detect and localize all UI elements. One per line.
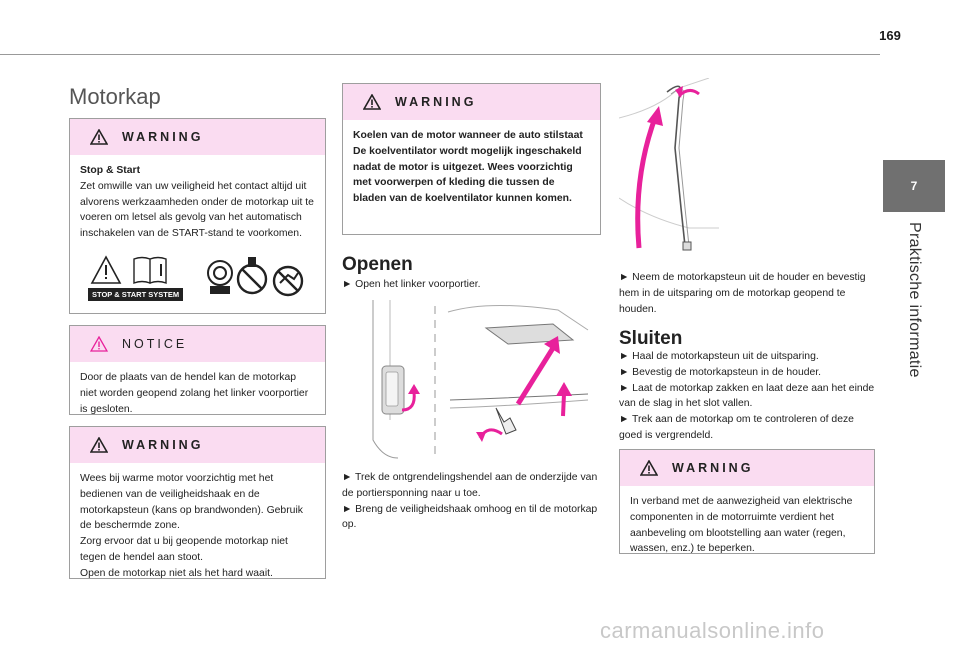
- warning-box-stop-start: WARNING Stop & Start Zet omwille van uw …: [69, 118, 326, 314]
- warning-box-cooling-fan: WARNING Koelen van de motor wanneer de a…: [342, 83, 601, 235]
- warning-body: Koelen van de motor wanneer de auto stil…: [343, 120, 600, 217]
- section-title-sluiten: Sluiten: [619, 328, 683, 349]
- warning-header: WARNING: [70, 427, 325, 463]
- notice-box: NOTICE Door de plaats van de hendel kan …: [69, 325, 326, 415]
- warning-header: WARNING: [343, 84, 600, 120]
- warning-body: Stop & Start Zet omwille van uw veilighe…: [70, 155, 325, 252]
- section-title-motorkap: Motorkap: [69, 84, 161, 109]
- step-text: ► Breng de veiligheidshaak omhoog en til…: [342, 503, 598, 531]
- step-text: ► Open het linker voorportier.: [342, 279, 481, 290]
- warning-box-hot-engine: WARNING Wees bij warme motor voorzichtig…: [69, 426, 326, 579]
- step-text: ► Laat de motorkap zakken en laat deze a…: [619, 382, 875, 410]
- notice-title: NOTICE: [122, 337, 188, 351]
- warning-box-water: WARNING In verband met de aanwezigheid v…: [619, 449, 875, 554]
- warning-body: Wees bij warme motor voorzichtig met het…: [70, 463, 325, 592]
- step-text: ► Neem de motorkapsteun uit de houder en…: [619, 272, 866, 315]
- warning-title: WARNING: [122, 438, 204, 452]
- step-prop: ► Neem de motorkapsteun uit de houder en…: [619, 270, 875, 317]
- warning-triangle-icon: [363, 94, 381, 110]
- warning-title: WARNING: [395, 95, 477, 109]
- warning-title: WARNING: [672, 461, 754, 475]
- watermark: carmanualsonline.info: [600, 618, 825, 643]
- warning-title: WARNING: [122, 130, 204, 144]
- warning-text: Koelen van de motor wanneer de auto stil…: [353, 130, 583, 205]
- chapter-label: Praktische informatie: [906, 222, 923, 378]
- warning-triangle-icon: [90, 437, 108, 453]
- safety-pictograms-icon: [90, 255, 304, 297]
- step-text: ► Bevestig de motorkapsteun in de houder…: [619, 366, 822, 378]
- step-open-door: ► Open het linker voorportier.: [342, 277, 601, 293]
- notice-body: Door de plaats van de hendel kan de moto…: [70, 362, 325, 427]
- section-title-openen: Openen: [342, 254, 413, 275]
- warning-lead: Stop & Start: [80, 165, 141, 176]
- chapter-tab[interactable]: 7: [883, 160, 945, 212]
- step-text: ► Trek de ontgrendelingshendel aan de on…: [342, 472, 598, 499]
- steps-close: ► Haal de motorkapsteun uit de uitsparin…: [619, 349, 875, 444]
- warning-triangle-icon: [90, 129, 108, 145]
- warning-header: WARNING: [70, 119, 325, 155]
- warning-text: Zet omwille van uw veiligheid het contac…: [80, 180, 314, 240]
- steps-release: ► Trek de ontgrendelingshendel aan de on…: [342, 470, 601, 533]
- warning-header: WARNING: [620, 450, 874, 486]
- warning-triangle-icon: [640, 460, 658, 476]
- hood-release-illustration: [372, 300, 589, 460]
- step-text: ► Trek aan de motorkap om te controleren…: [619, 414, 854, 441]
- notice-triangle-icon: [90, 336, 108, 352]
- notice-header: NOTICE: [70, 326, 325, 362]
- warning-line-1: Wees bij warme motor voorzichtig met het…: [80, 473, 303, 532]
- top-rule: [0, 54, 880, 55]
- stop-start-badge: STOP & START SYSTEM: [88, 288, 184, 301]
- notice-text: Door de plaats van de hendel kan de moto…: [80, 372, 309, 415]
- warning-line-3: Open de motorkap niet als het hard waait…: [80, 567, 273, 579]
- hood-prop-illustration: [619, 78, 719, 251]
- warning-body: In verband met de aanwezigheid van elekt…: [620, 486, 874, 567]
- warning-text: In verband met de aanwezigheid van elekt…: [630, 496, 853, 555]
- chapter-number: 7: [910, 179, 918, 193]
- step-text: ► Haal de motorkapsteun uit de uitsparin…: [619, 351, 819, 362]
- page-number: 169: [879, 28, 901, 43]
- warning-line-2: Zorg ervoor dat u bij geopende motorkap …: [80, 536, 288, 563]
